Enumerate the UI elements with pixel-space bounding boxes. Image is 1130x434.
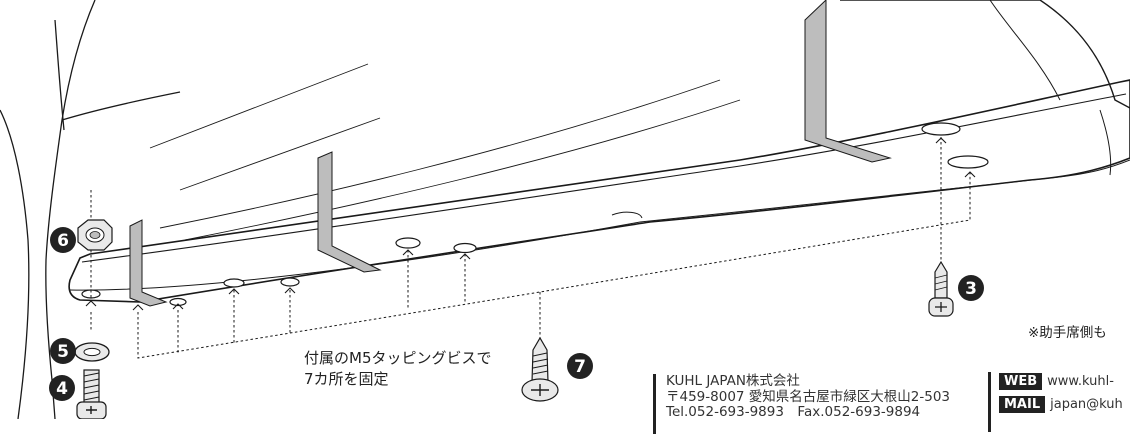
web-link[interactable]: www.kuhl- [1047,374,1114,389]
callout-badge-4: 4 [49,375,75,401]
body-contour-lines [149,63,741,241]
mounting-hole-icon [921,122,961,136]
screw-icon [521,336,559,402]
svg-text:3: 3 [965,279,977,299]
mounting-strip [317,151,382,273]
contact-info: WEB www.kuhl- MAIL japan@kuh [988,372,1123,432]
mounting-hole-icon [169,297,187,307]
instruction-line-1: 付属のM5タッピングビスで [304,349,492,367]
mounting-strip [804,0,892,163]
mail-tag: MAIL [999,396,1046,413]
mail-link[interactable]: japan@kuh [1050,397,1123,412]
svg-text:7: 7 [574,357,586,377]
instruction-text: 付属のM5タッピングビスで 7カ所を固定 [304,348,492,390]
mounting-hole-icon [947,155,989,169]
company-address: 〒459-8007 愛知県名古屋市緑区大根山2-503 [666,388,951,405]
mounting-hole-icon [280,277,300,287]
mounting-holes [81,122,989,307]
callout-badge-6: 6 [50,227,76,253]
undercover-panel [68,0,1130,303]
mounting-strips [129,0,892,307]
passenger-side-note: ※助手席側も [1028,325,1107,341]
company-name: KUHL JAPAN株式会社 [666,373,800,389]
guide-arrowheads [85,137,976,311]
callout-badge-5: 5 [50,338,76,364]
mounting-hole-icon [453,242,477,254]
company-phone: Tel.052-693-9893 Fax.052-693-9894 [666,404,921,420]
mounting-hole-icon [395,237,421,249]
svg-text:6: 6 [57,231,69,251]
company-info: KUHL JAPAN株式会社 〒459-8007 愛知県名古屋市緑区大根山2-5… [653,373,951,434]
callout-badge-7: 7 [567,353,593,379]
screw-icon [76,369,107,419]
web-tag: WEB [999,373,1043,390]
installation-diagram: 6 5 4 3 7 [0,0,1130,419]
svg-text:5: 5 [57,342,69,362]
mounting-strip [129,219,168,307]
instruction-line-2: 7カ所を固定 [304,370,389,388]
nut-icon [77,219,113,251]
callout-badge-3: 3 [958,275,984,301]
mounting-hole-icon [223,278,245,288]
web-row: WEB www.kuhl- [999,372,1123,391]
svg-text:4: 4 [56,379,68,399]
screw-icon [928,260,954,317]
mail-row: MAIL japan@kuh [999,395,1123,414]
washer-icon [74,342,110,362]
vehicle-body-outline [0,0,181,419]
